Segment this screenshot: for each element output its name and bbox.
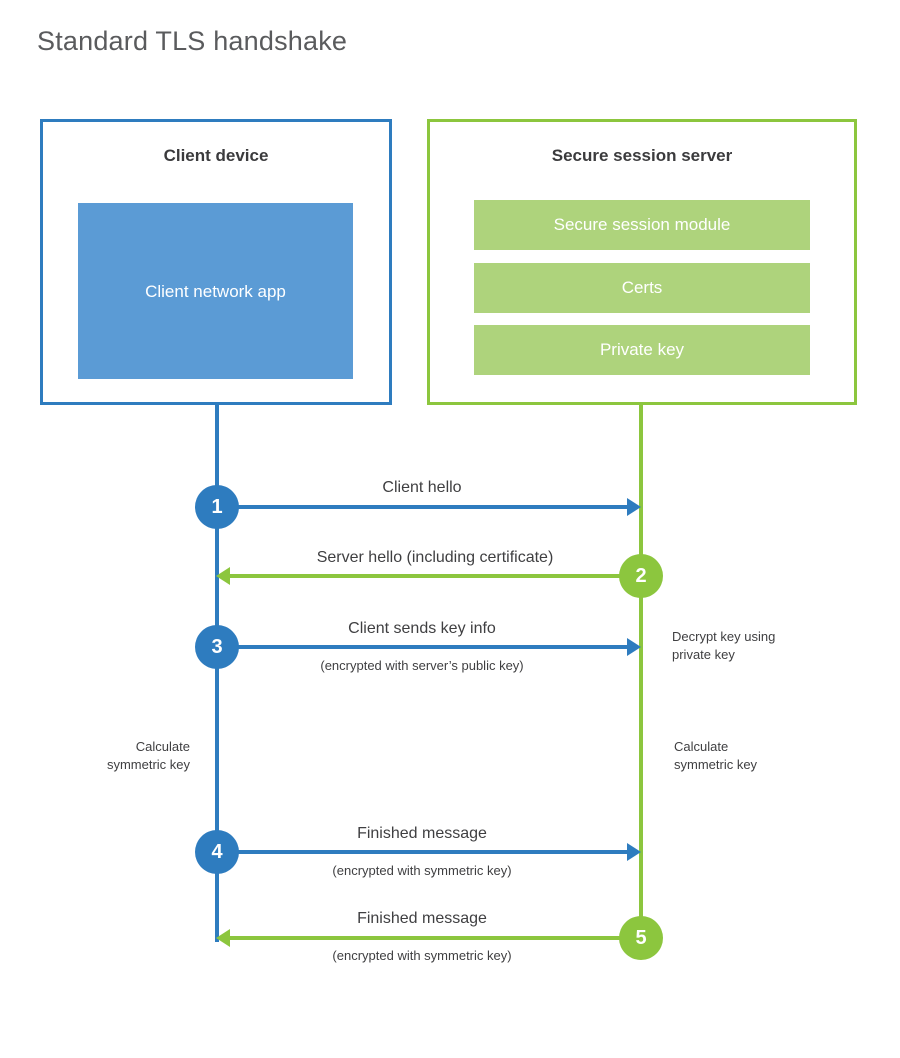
step-1-arrow-line: [217, 505, 627, 509]
server-lifeline: [639, 405, 643, 938]
step-badge-1[interactable]: 1: [195, 485, 239, 529]
step-3-label: Client sends key info: [348, 620, 496, 637]
client-network-app-block: Client network app: [78, 203, 353, 379]
step-5-label: Finished message: [357, 910, 487, 927]
step-1-label: Client hello: [382, 479, 462, 496]
step-3-sublabel: (encrypted with server’s public key): [320, 658, 524, 673]
client-device-box: Client device Client network app: [40, 119, 392, 405]
step-4-arrow-head-icon: [627, 843, 641, 861]
page-title: Standard TLS handshake: [37, 26, 348, 56]
secure-session-server-box: Secure session server Secure session mod…: [427, 119, 857, 405]
annotation-client-calculate-symmetric-key: Calculate symmetric key: [106, 739, 190, 772]
step-3-arrow-line: [217, 645, 627, 649]
step-2-label: Server hello (including certificate): [316, 549, 554, 566]
step-2-arrow-head-icon: [216, 567, 230, 585]
step-4-arrow-line: [217, 850, 627, 854]
step-5-arrow-line: [230, 936, 639, 940]
secure-session-server-title: Secure session server: [551, 146, 733, 165]
step-badge-2[interactable]: 2: [619, 554, 663, 598]
step-badge-4[interactable]: 4: [195, 830, 239, 874]
annotation-server-calculate-symmetric-key: Calculate symmetric key: [674, 739, 758, 772]
step-4-label: Finished message: [357, 825, 487, 842]
step-badge-5[interactable]: 5: [619, 916, 663, 960]
client-lifeline: [215, 405, 219, 942]
step-badge-3[interactable]: 3: [195, 625, 239, 669]
annotation-server-decrypt-key: Decrypt key using private key: [672, 629, 776, 662]
server-component-private-key: Private key: [474, 325, 810, 375]
step-5-arrow-head-icon: [216, 929, 230, 947]
step-1-arrow-head-icon: [627, 498, 641, 516]
step-5-sublabel: (encrypted with symmetric key): [332, 948, 512, 963]
step-3-arrow-head-icon: [627, 638, 641, 656]
client-device-title: Client device: [163, 146, 269, 165]
server-component-secure-session-module: Secure session module: [474, 200, 810, 250]
server-component-certs: Certs: [474, 263, 810, 313]
step-4-sublabel: (encrypted with symmetric key): [332, 863, 512, 878]
step-2-arrow-line: [230, 574, 639, 578]
